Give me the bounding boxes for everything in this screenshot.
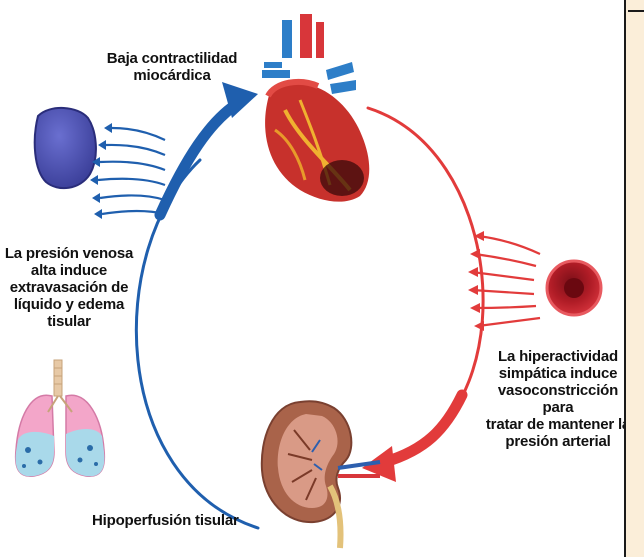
panel-divider	[628, 10, 644, 12]
artery-compression-arrows	[468, 231, 541, 331]
label-venous-pressure: La presión venosa alta induce extravasac…	[4, 245, 134, 330]
label-tissue-hypoperfusion: Hipoperfusión tisular	[92, 512, 239, 529]
kidney-icon	[260, 400, 381, 549]
dilated-vein-icon	[33, 107, 97, 190]
vein-leak-arrows	[90, 123, 166, 219]
lungs-icon	[14, 359, 106, 478]
label-sympathetic-hyperactivity: La hiperactividad simpática induce vasoc…	[485, 348, 630, 450]
heart-icon	[262, 14, 370, 202]
constricted-artery-icon	[545, 259, 603, 317]
side-panel-edge	[624, 0, 644, 557]
blue-cycle-arrow	[134, 82, 260, 530]
red-cycle-arrow	[362, 106, 485, 482]
label-low-contractility: Baja contractilidad miocárdica	[106, 50, 238, 84]
